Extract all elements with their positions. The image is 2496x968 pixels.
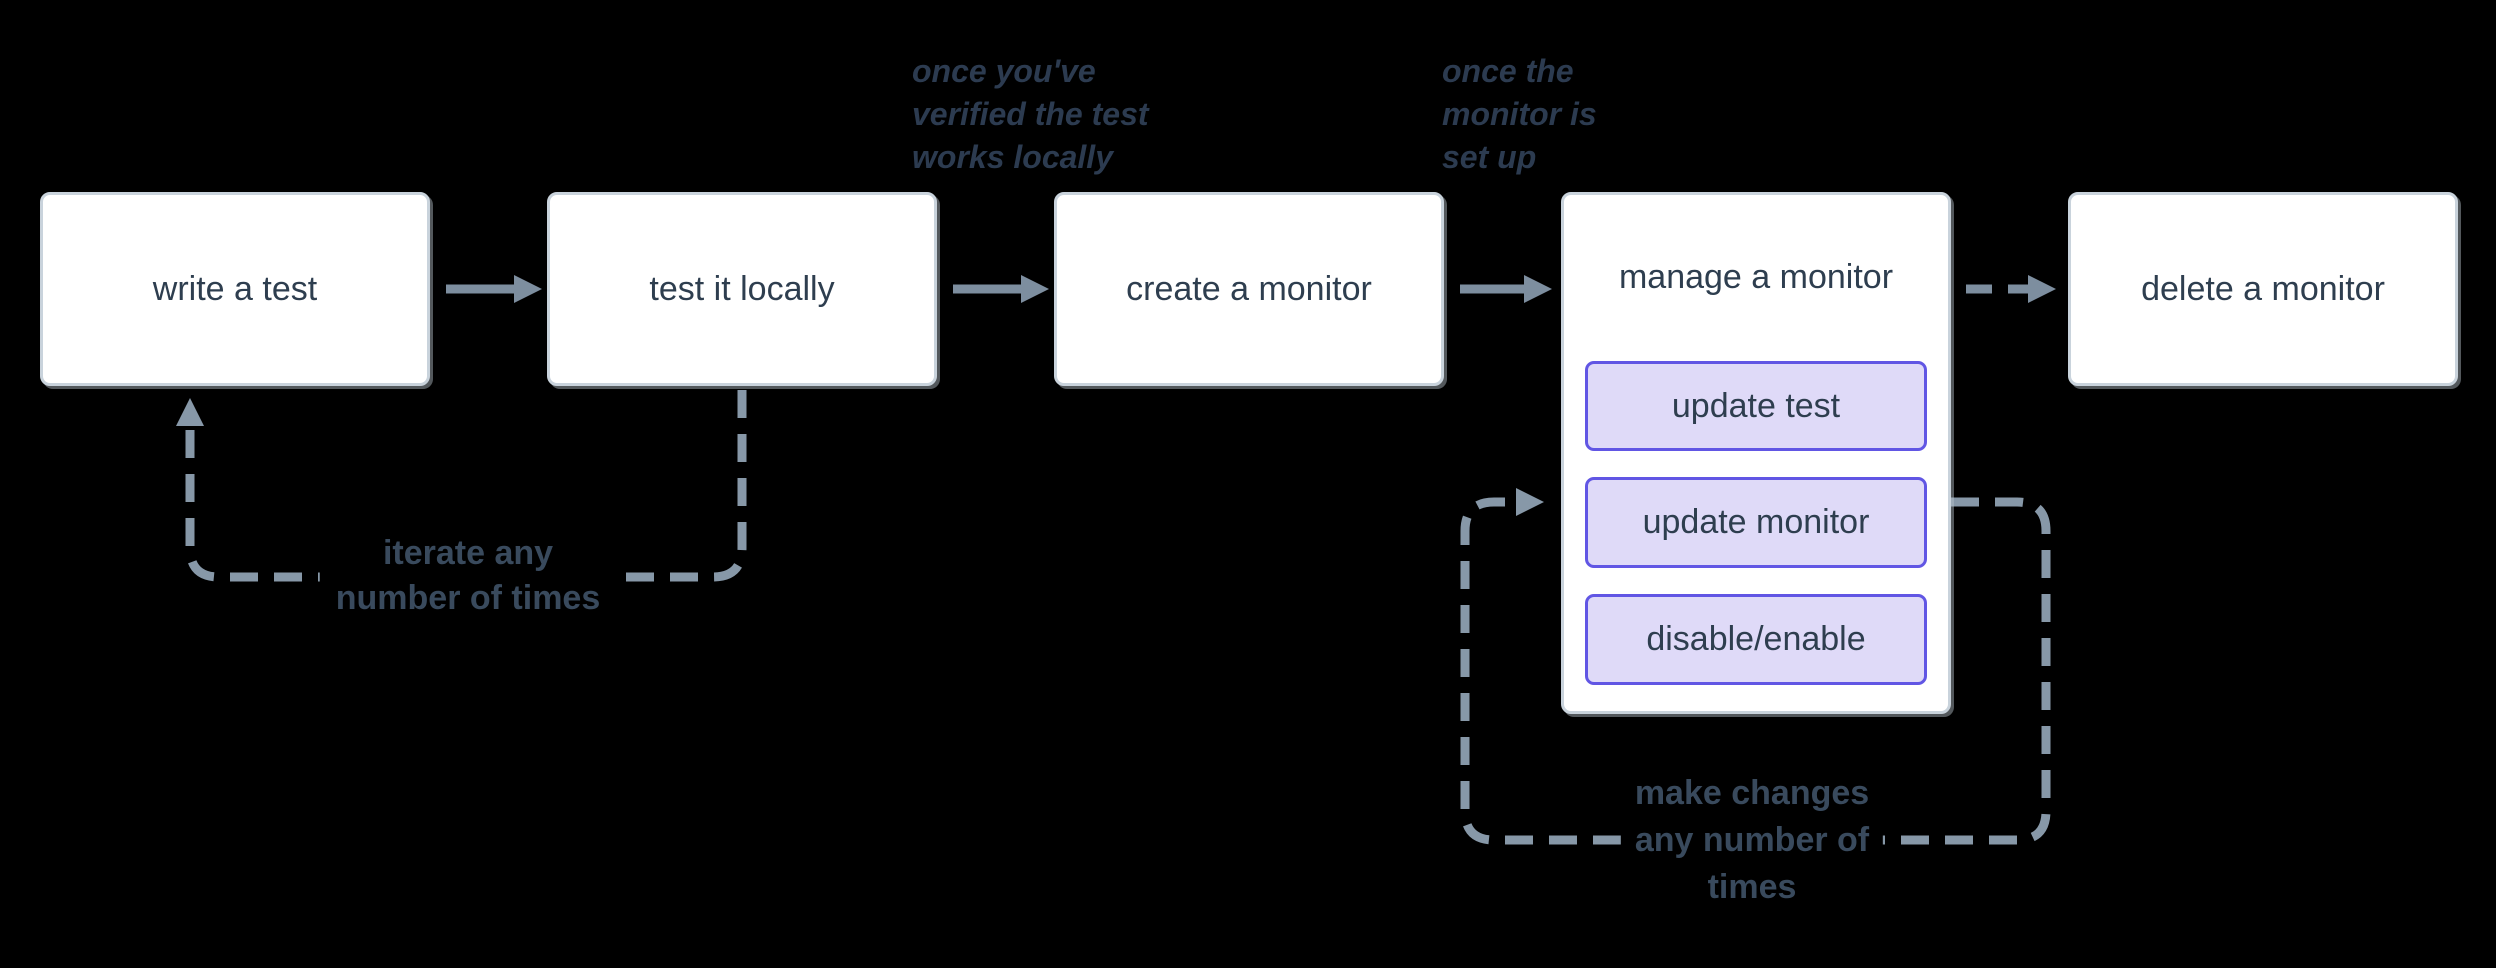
arrowhead-icon bbox=[1021, 275, 1049, 303]
action-disable-enable: disable/enable bbox=[1585, 594, 1927, 685]
arrowhead-icon bbox=[1524, 275, 1552, 303]
node-label: delete a monitor bbox=[2141, 269, 2385, 308]
node-create-monitor: create a monitor bbox=[1054, 192, 1444, 386]
node-delete-monitor: delete a monitor bbox=[2068, 192, 2458, 386]
action-label: update test bbox=[1671, 386, 1841, 425]
iterate-loop-label: iterate any number of times bbox=[319, 531, 617, 621]
node-label: write a test bbox=[152, 269, 318, 308]
arrowhead-icon bbox=[176, 398, 204, 426]
arrow-write-to-test bbox=[446, 275, 542, 303]
node-label: manage a monitor bbox=[1618, 258, 1894, 297]
arrowhead-icon bbox=[2028, 275, 2056, 303]
action-label: update monitor bbox=[1642, 503, 1870, 542]
arrowhead-icon bbox=[1516, 488, 1544, 516]
node-label: create a monitor bbox=[1126, 269, 1372, 308]
node-test-locally: test it locally bbox=[547, 192, 937, 386]
action-label: disable/enable bbox=[1646, 620, 1866, 659]
action-update-test: update test bbox=[1585, 360, 1927, 452]
annotation-verified-locally: once you've verified the test works loca… bbox=[912, 53, 1149, 175]
arrow-test-to-create bbox=[953, 275, 1049, 303]
arrow-manage-to-delete bbox=[1966, 275, 2056, 303]
arrow-create-to-manage bbox=[1460, 275, 1552, 303]
action-update-monitor: update monitor bbox=[1585, 477, 1927, 569]
manage-loop-label: make changes any number of times bbox=[1620, 770, 1884, 911]
manage-loop bbox=[1460, 488, 2051, 845]
node-label: test it locally bbox=[649, 269, 835, 308]
annotation-monitor-setup: once the monitor is set up bbox=[1442, 53, 1597, 175]
node-manage-monitor: manage a monitor update test update moni… bbox=[1561, 192, 1951, 714]
node-write-test: write a test bbox=[40, 192, 430, 386]
arrowhead-icon bbox=[514, 275, 542, 303]
